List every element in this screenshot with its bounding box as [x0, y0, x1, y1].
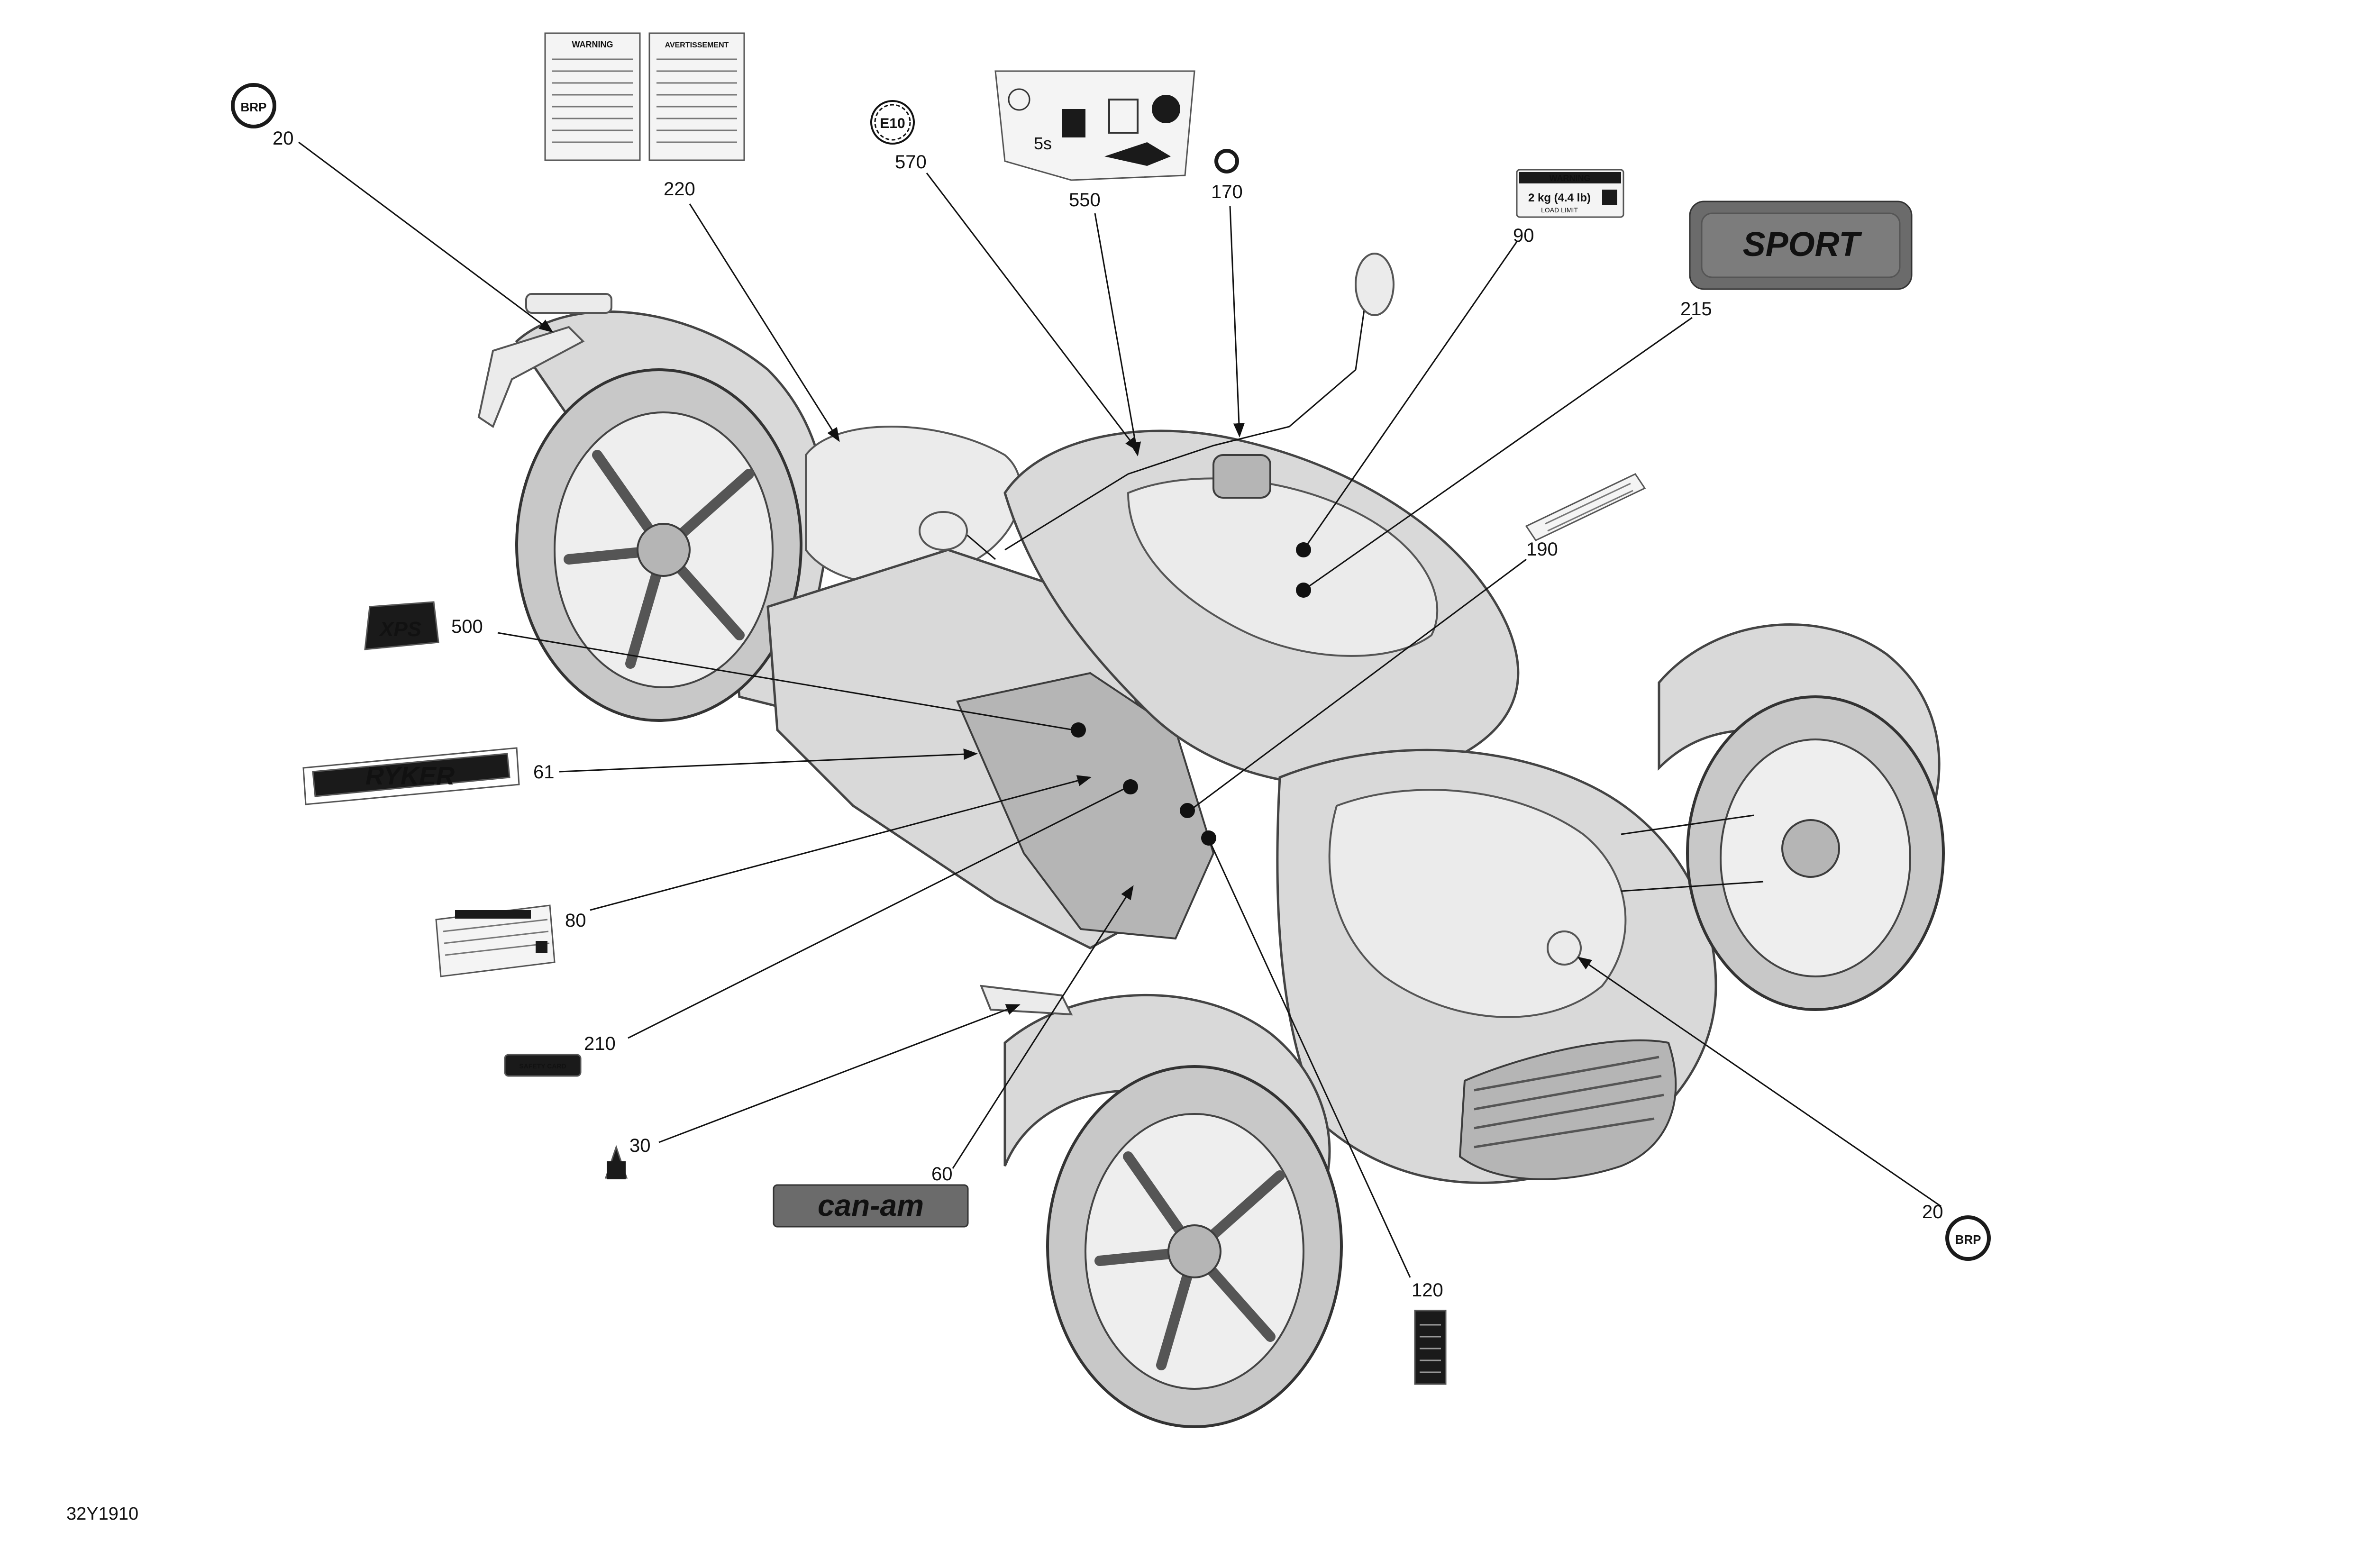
specifications-label-decal: [435, 904, 556, 977]
right-mirror: [1355, 253, 1395, 316]
callout-20-top: 20: [273, 128, 294, 149]
warning-cards-decal: WARNING AVERTISSEMENT: [544, 32, 745, 161]
dot-210: [1123, 779, 1138, 794]
callout-120: 120: [1412, 1280, 1443, 1301]
dot-190: [1180, 803, 1195, 818]
brp-logo-decal-bottom: BRP: [1945, 1215, 1991, 1261]
drawing-id: 32Y1910: [66, 1504, 138, 1524]
canam-decal: can-am: [773, 1184, 969, 1228]
dot-90: [1296, 542, 1311, 557]
leader-lines: [298, 141, 1942, 1278]
callout-215: 215: [1680, 299, 1712, 319]
leader-570: [926, 173, 1139, 452]
warning-decal-title: WARNING: [1550, 173, 1591, 183]
xps-decal: XPS: [364, 601, 439, 650]
load-limit-warning-decal: WARNING 2 kg (4.4 lb) LOAD LIMIT: [1516, 169, 1624, 218]
dot-500: [1071, 722, 1086, 738]
callout-61: 61: [533, 762, 555, 783]
left-mirror-stem: [962, 530, 996, 560]
sport-text: SPORT: [1743, 226, 1863, 264]
callout-570: 570: [895, 152, 927, 173]
xps-text: XPS: [378, 618, 421, 641]
callout-90: 90: [1513, 225, 1534, 246]
right-mirror-stem: [1355, 303, 1366, 370]
leader-500: [497, 632, 1074, 731]
footpeg: [979, 985, 1073, 1016]
leader-210: [628, 786, 1129, 1039]
right-hub: [1781, 819, 1840, 878]
grille-slats: [1474, 1056, 1664, 1149]
leader-190: [1189, 558, 1527, 811]
warning-card-title: WARNING: [572, 40, 613, 49]
leader-550: [1094, 213, 1141, 456]
leader-90: [1303, 241, 1518, 550]
rear-top-bracket: [525, 293, 612, 314]
rear-hub: [637, 523, 691, 577]
fuel-label-seconds: 5s: [1034, 134, 1052, 153]
right-suspension: [1621, 814, 1764, 892]
tail-light: [477, 326, 585, 428]
leader-30: [658, 1004, 1021, 1143]
leader-60: [952, 885, 1134, 1169]
callout-220: 220: [664, 179, 695, 200]
angled-warning-decal: [1525, 473, 1646, 541]
safety-card-decal: SAFETY CARD: [504, 1054, 582, 1077]
warning-decal-load: 2 kg (4.4 lb): [1528, 191, 1591, 204]
leader-20-top: [298, 141, 554, 333]
brp-small-decal: [1214, 149, 1239, 173]
fuel-instruction-decal: 5s: [994, 70, 1195, 181]
tire-info-decal: [1414, 1310, 1447, 1385]
front-logo-recess: [1547, 930, 1582, 966]
leader-80: [590, 775, 1092, 911]
callout-20-bottom: 20: [1922, 1202, 1943, 1222]
brp-logo-decal-top: BRP: [231, 83, 276, 128]
safety-card-text: SAFETY CARD: [519, 1062, 566, 1070]
brp-logo-text-bottom: BRP: [1955, 1232, 1981, 1247]
callout-210: 210: [584, 1033, 616, 1054]
e10-decal: E10: [870, 100, 915, 145]
leader-220: [689, 203, 840, 442]
leader-120: [1208, 839, 1411, 1278]
callout-labels: 20 220 570 550 170 90 215 190 500 61 80 …: [273, 128, 1943, 1301]
front-hood: [1328, 789, 1627, 1018]
e10-text: E10: [880, 116, 905, 131]
dot-120: [1201, 830, 1216, 846]
small-pressure-decal: [604, 1145, 628, 1179]
dot-215: [1296, 583, 1311, 598]
callout-500: 500: [451, 616, 483, 637]
vehicle-illustration: [477, 253, 1945, 1428]
front-grille: [1458, 1039, 1677, 1180]
leader-215: [1303, 317, 1693, 591]
warning-card-text-lines: [552, 58, 737, 143]
left-mirror: [919, 511, 968, 551]
leader-170: [1229, 206, 1245, 438]
location-dots: [1071, 542, 1311, 846]
handlebar-clamp: [1212, 454, 1271, 499]
callout-80: 80: [565, 910, 586, 931]
callout-30: 30: [629, 1135, 651, 1156]
warning-decal-caption: LOAD LIMIT: [1541, 206, 1578, 214]
decals: BRP WARNING AVERTISSEMENT: [231, 32, 1991, 1385]
ryker-decal: RYKER: [302, 747, 520, 805]
callout-60: 60: [931, 1164, 953, 1185]
left-hub: [1167, 1224, 1221, 1278]
leader-61: [559, 748, 978, 773]
sport-emblem-decal: SPORT: [1689, 201, 1913, 290]
callout-550: 550: [1069, 190, 1101, 210]
engine-panel: [956, 672, 1215, 940]
canam-text: can-am: [818, 1188, 924, 1222]
avertissement-card-title: AVERTISSEMENT: [665, 41, 729, 49]
ryker-text: RYKER: [365, 762, 455, 790]
brp-logo-text-top: BRP: [241, 100, 267, 114]
handlebar: [1004, 369, 1356, 551]
callout-190: 190: [1526, 539, 1558, 560]
leader-20-bottom: [1577, 957, 1942, 1207]
callout-170: 170: [1211, 182, 1243, 202]
